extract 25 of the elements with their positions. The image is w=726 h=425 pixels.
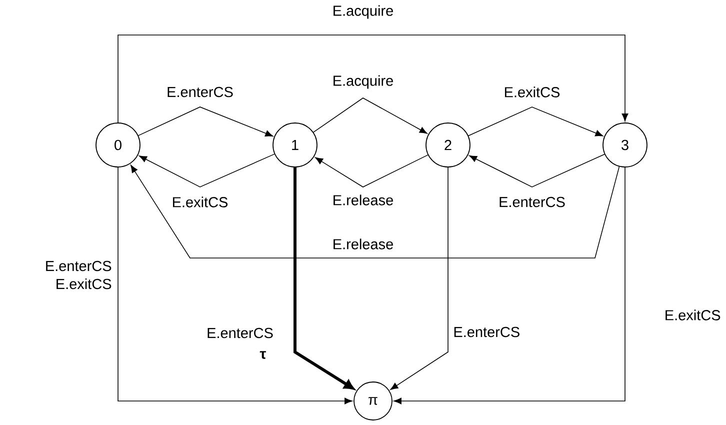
edge-label: E.enterCS [454, 326, 520, 338]
arrow [315, 154, 428, 188]
edge-label: E.release [334, 194, 393, 206]
edge-label: E.release [334, 238, 393, 250]
arrow [130, 164, 620, 258]
arrow [468, 106, 604, 136]
arrow [469, 154, 605, 188]
transition-label: τ [260, 351, 266, 359]
arrow [394, 167, 626, 404]
arrow [118, 34, 628, 123]
edge-label: E.exitCS [666, 310, 720, 320]
edge-label: E.enterCS E.exitCS [46, 260, 112, 290]
arrow [138, 106, 274, 136]
arrow [294, 167, 354, 390]
edge-label: E.exitCS [505, 86, 560, 98]
edge-label: E.acquire [334, 75, 393, 89]
edge-label: E.enterCS [208, 328, 273, 338]
edge-label: E.acquire [334, 5, 393, 19]
arrow [313, 98, 428, 134]
arrow [139, 154, 275, 188]
edge-label: E.enterCS [500, 196, 565, 208]
edge-label: E.exitCS [173, 196, 228, 208]
edge-label: E.enterCS [168, 86, 233, 98]
arrow [390, 167, 448, 390]
arrow [118, 167, 352, 404]
